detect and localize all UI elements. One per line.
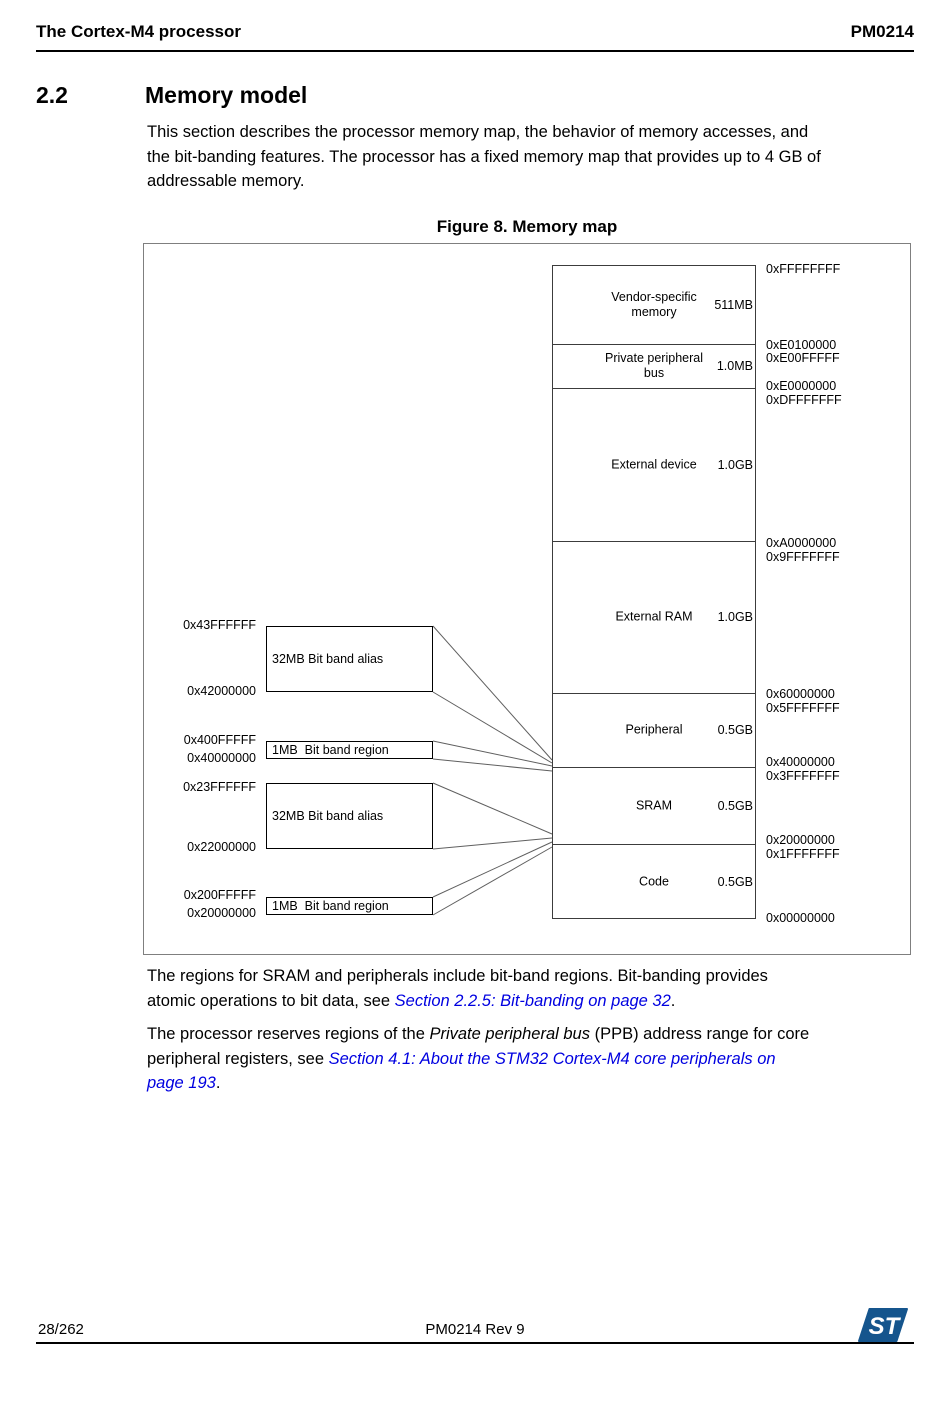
svg-text:ST: ST — [869, 1313, 902, 1340]
address-label: 0x00000000 — [766, 911, 835, 925]
address-label: 0x22000000 — [187, 840, 256, 854]
footer-page-number: 28/262 — [38, 1321, 84, 1338]
region-external-ram: External RAM 1.0GB — [553, 541, 755, 693]
region-size: 0.5GB — [717, 874, 753, 889]
boundary-line — [553, 541, 755, 542]
paragraph-text: . — [670, 991, 676, 1010]
section-link-core-peripherals[interactable]: Section 4.1: About the STM32 Cortex-M4 c… — [147, 1049, 776, 1093]
address-label: 0xE00FFFFF — [766, 351, 840, 365]
region-name: External device — [611, 457, 697, 471]
paragraph-text: (PPB) address range for core peripheral … — [147, 1025, 810, 1068]
ppb-italic-term: Private peripheral bus — [429, 1025, 590, 1043]
region-sram: SRAM 0.5GB — [553, 767, 755, 844]
body-paragraph-2: The processor reserves regions of the Pr… — [147, 1022, 927, 1096]
region-size: 1.0MB — [716, 359, 753, 373]
address-label: 0x5FFFFFFF — [766, 701, 840, 715]
address-label: 0x200FFFFF — [183, 888, 256, 902]
bitband-region-box: 1MB Bit band region — [266, 897, 433, 915]
figure-caption: Figure 8. Memory map — [436, 217, 618, 236]
paragraph-text: . — [215, 1074, 221, 1092]
address-label: 0xDFFFFFFF — [766, 393, 842, 407]
region-size: 0.5GB — [717, 798, 753, 813]
address-label: 0x20000000 — [187, 906, 256, 920]
region-private-peripheral-bus: Private peripheral bus 1.0MB — [553, 344, 755, 388]
address-label: 0x3FFFFFFF — [766, 769, 840, 783]
address-label: 0xE0000000 — [766, 379, 837, 393]
region-vendor-specific: Vendor-specific memory 511MB — [553, 266, 755, 344]
address-label: 0x23FFFFFF — [183, 780, 256, 794]
figure-border — [143, 243, 911, 955]
bitband-alias-box: 32MB Bit band alias — [266, 783, 433, 849]
address-label: 0x40000000 — [766, 755, 835, 769]
address-label: 0x40000000 — [187, 751, 256, 765]
address-label: 0x43FFFFFF — [183, 618, 256, 632]
section-number: 2.2 — [36, 82, 68, 108]
address-label: 0x9FFFFFFF — [766, 550, 840, 564]
bitband-region-box: 1MB Bit band region — [266, 741, 433, 759]
region-name: Private peripheral bus — [605, 351, 703, 380]
region-code: Code 0.5GB — [553, 844, 755, 919]
body-paragraph-1: The regions for SRAM and peripherals inc… — [147, 964, 927, 1013]
boundary-line — [553, 844, 755, 845]
bitband-alias-box: 32MB Bit band alias — [266, 626, 433, 692]
region-size: 0.5GB — [717, 723, 753, 737]
header-chapter-title: The Cortex-M4 processor — [36, 22, 241, 41]
region-name: External RAM — [615, 609, 693, 624]
paragraph-text: The processor reserves regions of the — [147, 1025, 430, 1043]
boundary-line — [553, 388, 755, 389]
address-label: 0x1FFFFFFF — [766, 847, 840, 861]
paragraph-text: The regions for SRAM and peripherals inc… — [147, 967, 768, 1010]
address-label: 0x400FFFFF — [183, 733, 256, 747]
region-name: Code — [639, 874, 669, 888]
intro-paragraph: This section describes the processor mem… — [147, 123, 821, 190]
region-external-device: External device 1.0GB — [553, 388, 755, 541]
address-label: 0x60000000 — [766, 687, 835, 701]
region-name: Vendor-specific memory — [611, 290, 697, 319]
region-size: 1.0GB — [717, 457, 753, 472]
header-rule — [36, 50, 914, 52]
address-label: 0xA0000000 — [766, 536, 837, 550]
region-size: 511MB — [714, 298, 753, 312]
header-document-id: PM0214 — [850, 22, 914, 41]
st-logo: ST — [858, 1308, 908, 1342]
boundary-line — [553, 344, 755, 345]
memory-map-column: Vendor-specific memory 511MB Private per… — [552, 265, 756, 919]
address-label: 0xE0100000 — [766, 338, 837, 352]
region-name: SRAM — [635, 798, 673, 812]
address-label: 0x20000000 — [766, 833, 835, 847]
region-size: 1.0GB — [717, 610, 753, 624]
boundary-line — [553, 693, 755, 694]
page-title: Memory model — [145, 82, 308, 108]
region-name: Peripheral — [625, 722, 683, 737]
section-link-bitbanding[interactable]: Section 2.2.5: Bit-banding on page 32 — [394, 991, 671, 1010]
address-label: 0xFFFFFFFF — [766, 262, 841, 276]
footer-doc-revision: PM0214 Rev 9 — [425, 1321, 525, 1338]
address-label: 0x42000000 — [187, 684, 256, 698]
region-peripheral: Peripheral 0.5GB — [553, 693, 755, 767]
boundary-line — [553, 767, 755, 768]
footer-rule — [36, 1342, 914, 1344]
